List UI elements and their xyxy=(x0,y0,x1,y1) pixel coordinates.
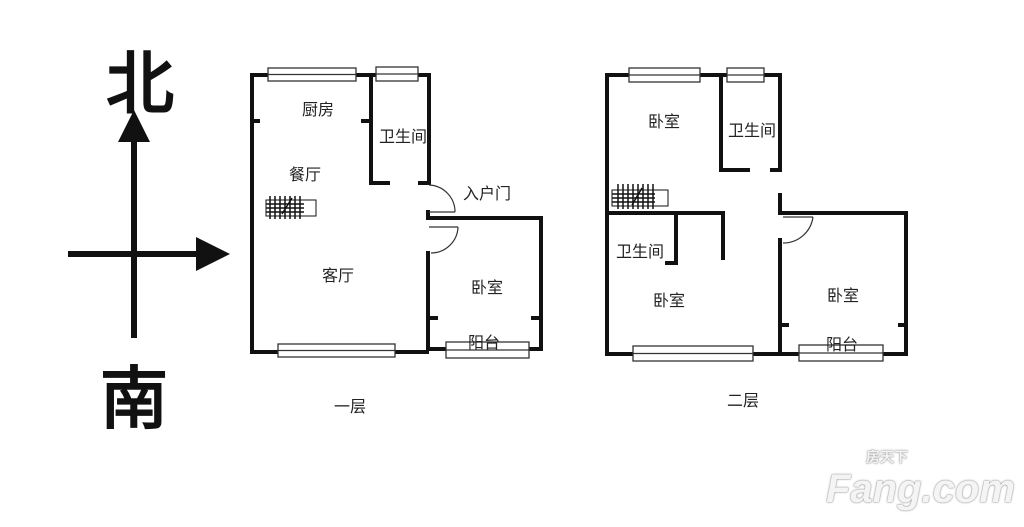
compass-arrows xyxy=(68,110,230,338)
floor2-windows xyxy=(628,67,884,362)
compass-north-label: 北 xyxy=(105,45,175,125)
floor1-kitchen-label: 厨房 xyxy=(301,100,335,119)
fang-watermark-logo: 房天下 Fang.com xyxy=(826,450,1015,511)
floor1-balcony-label: 阳台 xyxy=(467,333,501,352)
floor2-title: 二层 xyxy=(726,391,760,410)
compass-south-label: 南 xyxy=(99,360,169,440)
floor1-dining-label: 餐厅 xyxy=(288,165,322,184)
floor2-bathroom-north-label: 卫生间 xyxy=(727,121,777,140)
floor1-windows xyxy=(267,66,530,359)
floor2-bathroom-south-label: 卫生间 xyxy=(615,242,665,261)
floor1-bedroom-label: 卧室 xyxy=(470,278,504,297)
floor1-stairs xyxy=(265,196,317,219)
floor1-entry-door-label: 入户门 xyxy=(462,184,512,203)
floor2-bedroom-southeast-label: 卧室 xyxy=(826,286,860,305)
watermark-brand-cn: 房天下 xyxy=(866,450,908,466)
floor1-title: 一层 xyxy=(333,397,367,416)
watermark-brand: Fang.com xyxy=(826,467,1015,511)
floor1-bathroom-label: 卫生间 xyxy=(378,127,428,146)
floor2-stairs xyxy=(611,184,669,209)
floor2-bedroom-southwest-label: 卧室 xyxy=(652,291,686,310)
floor2-doors xyxy=(782,216,814,244)
floor1-living-label: 客厅 xyxy=(321,266,355,285)
floor2-balcony-label: 阳台 xyxy=(825,335,859,354)
floor1-doors xyxy=(428,184,459,254)
floor2-bedroom-north-label: 卧室 xyxy=(647,112,681,131)
